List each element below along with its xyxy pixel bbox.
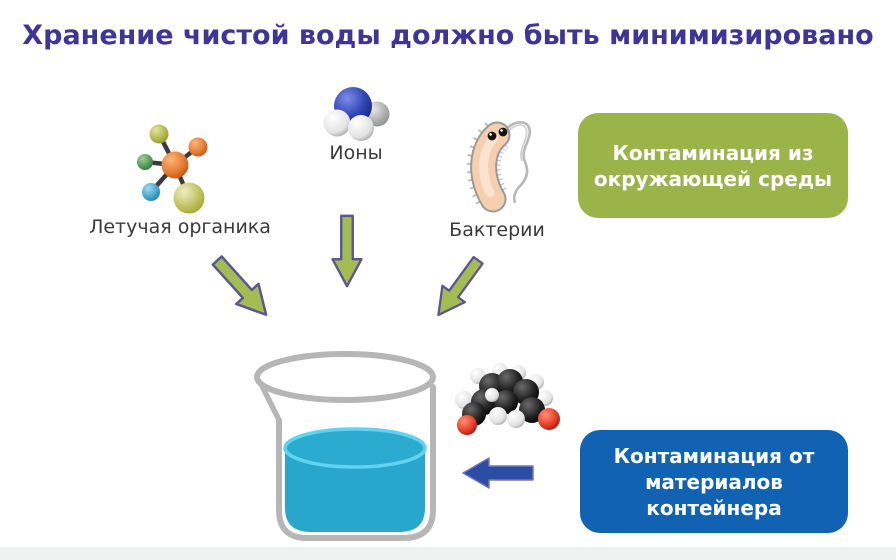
green-arrow-right-icon [437,255,484,317]
bacteria-icon [466,121,532,213]
green-arrow-left-icon [211,255,268,317]
container-molecule-icon [455,363,560,435]
label-bacteria: Бактерии [449,219,545,241]
label-ions: Ионы [329,142,383,164]
bottom-strip [0,547,896,560]
slide-title: Хранение чистой воды должно быть минимиз… [22,20,874,51]
voc-molecule-icon [137,124,208,214]
beaker-icon [254,351,436,541]
blue-arrow-icon [462,457,534,489]
callout-environment-contamination: Контаминация из окружающей среды [578,113,848,218]
ion-molecule-icon [323,87,390,141]
label-volatile-organics: Летучая органика [89,216,271,238]
callout-container-contamination: Контаминация от материалов контейнера [580,430,848,533]
green-arrow-middle-icon [331,214,363,288]
